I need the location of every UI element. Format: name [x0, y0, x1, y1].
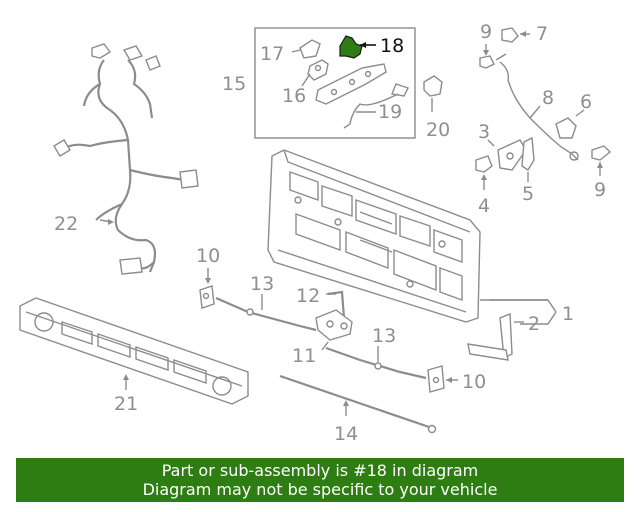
- callout-20: 20: [426, 119, 450, 141]
- part-11-handle-mechanism: [315, 309, 353, 351]
- callout-6: 6: [580, 91, 592, 113]
- parts-diagram: 1 2 3 4 5 6 7 8 9 9 10 10 11 12 13 13 14…: [19, 21, 612, 445]
- callout-7: 7: [536, 23, 548, 45]
- part-3-hinge-plate: [487, 139, 527, 171]
- callout-11: 11: [292, 345, 316, 367]
- callout-9-bottom: 9: [594, 179, 606, 201]
- part-19-cable: [343, 83, 409, 129]
- callout-3: 3: [478, 121, 490, 143]
- sub-assembly-box: [254, 27, 416, 139]
- part-17-cap: [299, 39, 321, 59]
- part-6-bumper: [555, 109, 585, 139]
- callout-8: 8: [542, 87, 554, 109]
- callout-21: 21: [114, 393, 138, 415]
- part-10-latch-right: [427, 365, 458, 393]
- part-14-long-rod: [279, 374, 437, 434]
- part-18-highlighted: [339, 35, 376, 59]
- part-10-latch-left: [199, 268, 215, 309]
- callout-12: 12: [296, 285, 320, 307]
- callout-5: 5: [522, 183, 534, 205]
- callout-16: 16: [282, 85, 306, 107]
- callout-4: 4: [478, 195, 490, 217]
- part-9-bolt-top: [479, 44, 495, 69]
- callout-15: 15: [222, 73, 246, 95]
- callout-13-lower: 13: [372, 325, 396, 347]
- part-5-striker: [521, 136, 535, 182]
- part-1-tailgate-panel: [267, 149, 557, 325]
- callout-18: 18: [380, 35, 404, 57]
- banner-line-1: Part or sub-assembly is #18 in diagram: [161, 461, 479, 480]
- part-8-support-cable: [495, 53, 579, 161]
- info-banner: Part or sub-assembly is #18 in diagram D…: [16, 458, 624, 502]
- part-9-bolt-bottom: [591, 145, 612, 176]
- part-12-lever: [326, 290, 346, 319]
- callout-17: 17: [260, 43, 284, 65]
- callout-10-right: 10: [462, 371, 486, 393]
- part-13-rod-lower: [325, 346, 427, 380]
- part-21-trim-panel: [19, 297, 249, 405]
- part-22-wiring-harness: [53, 43, 199, 275]
- part-20-grommet: [423, 75, 443, 112]
- callout-22: 22: [54, 213, 78, 235]
- callout-10-left: 10: [196, 245, 220, 267]
- callout-19: 19: [378, 101, 402, 123]
- part-7-bushing: [501, 27, 530, 43]
- part-2-bracket: [467, 312, 524, 361]
- part-4-bushing: [475, 155, 493, 190]
- callout-2: 2: [528, 313, 540, 335]
- part-16-bracket: [307, 59, 329, 81]
- callout-13-upper: 13: [250, 273, 274, 295]
- callout-14: 14: [334, 423, 358, 445]
- banner-line-2: Diagram may not be specific to your vehi…: [142, 480, 498, 499]
- callout-1: 1: [562, 303, 574, 325]
- handle-housing: [315, 63, 387, 105]
- callout-9-top: 9: [480, 21, 492, 43]
- part-13-rod-upper: [215, 294, 317, 332]
